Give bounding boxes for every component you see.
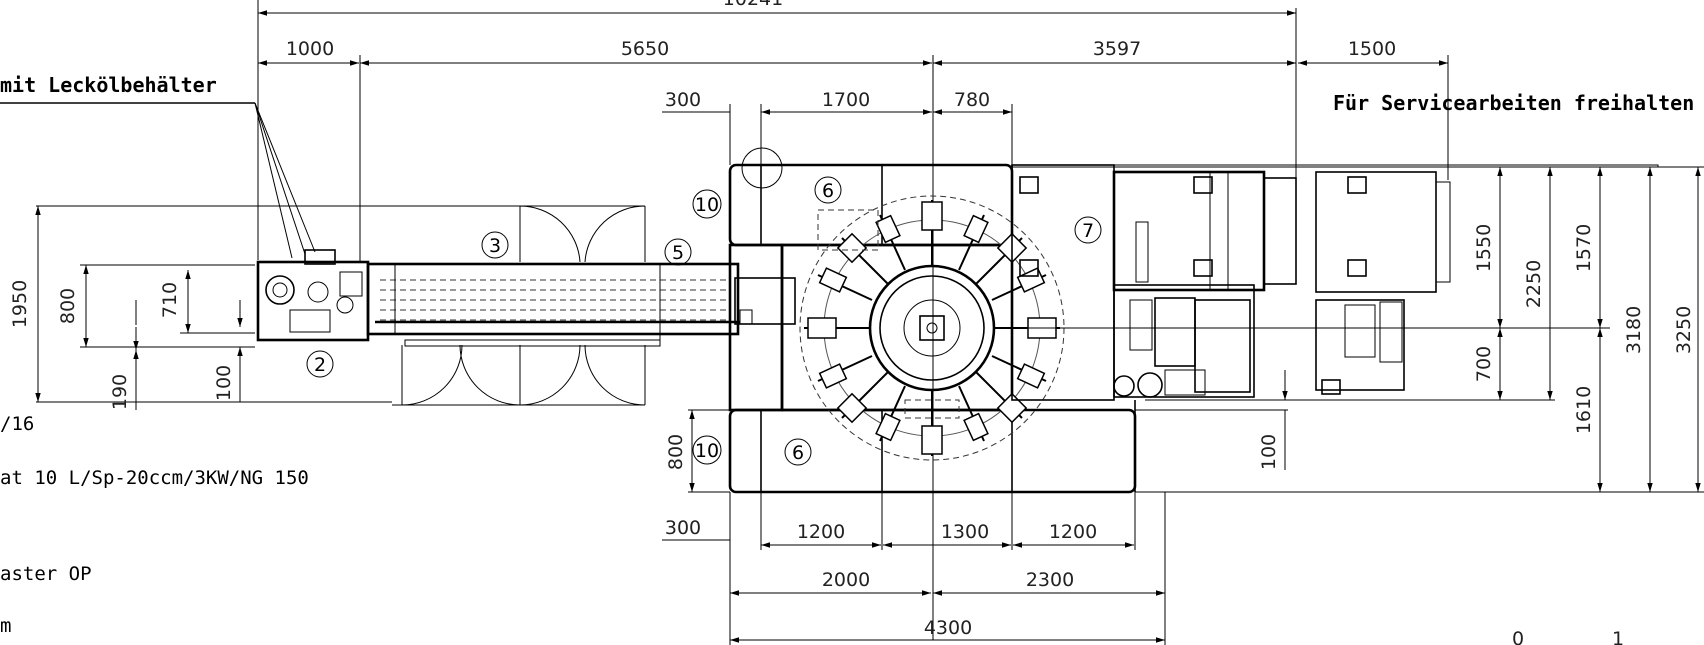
dim-1610: 1610 (1573, 386, 1595, 434)
dim-1550: 1550 (1473, 224, 1495, 272)
top-dimensions: 10241 1000 5650 3597 1500 (257, 0, 1449, 640)
dim-1300: 1300 (941, 521, 989, 543)
scale-one: 1 (1612, 628, 1624, 645)
dim-780: 780 (954, 89, 990, 111)
position-bubbles: 2 3 5 6 6 7 10 10 (306, 176, 1102, 466)
note-aggregate: at 10 L/Sp-20ccm/3KW/NG 150 (0, 467, 309, 489)
bubble-6-lower: 6 (792, 442, 804, 464)
bubble-7: 7 (1082, 220, 1094, 242)
dim-3250: 3250 (1673, 306, 1695, 354)
dim-4300: 4300 (924, 617, 972, 639)
dim-300-upper: 300 (665, 89, 701, 111)
dim-5650: 5650 (621, 38, 669, 60)
dim-800-left: 800 (57, 288, 79, 324)
dim-100-mid: 100 (1258, 434, 1280, 470)
dim-710: 710 (159, 282, 181, 318)
lower-left-dimension: 800 (665, 409, 730, 493)
note-m: m (0, 615, 11, 637)
left-dimensions: 1950 800 710 190 100 (9, 205, 516, 410)
bubble-10-upper: 10 (695, 194, 719, 216)
dim-1570: 1570 (1573, 224, 1595, 272)
dim-700: 700 (1473, 346, 1495, 382)
scale-zero: 0 (1512, 628, 1524, 645)
dim-1200-left: 1200 (797, 521, 845, 543)
dim-2250: 2250 (1523, 260, 1545, 308)
right-dimensions: 1550 2250 1570 700 1610 3180 3250 100 Fü… (1012, 91, 1704, 493)
dim-1200-right: 1200 (1049, 521, 1097, 543)
dim-1950: 1950 (9, 280, 31, 328)
bubble-10-lower: 10 (695, 440, 719, 462)
note-leak-oil: mit Leckölbehälter (0, 73, 217, 97)
dim-1000: 1000 (286, 38, 334, 60)
dim-800-lower: 800 (665, 434, 687, 470)
dim-300-lower: 300 (665, 517, 701, 539)
dim-1500: 1500 (1348, 38, 1396, 60)
dim-2300: 2300 (1026, 569, 1074, 591)
note-716: /16 (0, 413, 34, 435)
dim-2000: 2000 (822, 569, 870, 591)
bubble-6-upper: 6 (822, 180, 834, 202)
bottom-dimensions: 300 1200 1300 1200 2000 2300 4300 0 1 (662, 492, 1624, 645)
bubble-2: 2 (314, 354, 326, 376)
dim-3597: 3597 (1093, 38, 1141, 60)
dim-190: 190 (109, 374, 131, 410)
bubble-5: 5 (672, 242, 684, 264)
dim-total-width: 10241 (723, 0, 783, 10)
note-service: Für Servicearbeiten freihalten (1333, 91, 1694, 115)
note-master: aster OP (0, 563, 92, 585)
dim-1700: 1700 (822, 89, 870, 111)
feed-unit (256, 205, 796, 406)
dim-3180: 3180 (1623, 306, 1645, 354)
bubble-3: 3 (489, 235, 501, 257)
upper-dimensions: 300 1700 780 (662, 89, 1013, 165)
left-notes: mit Leckölbehälter /16 at 10 L/Sp-20ccm/… (0, 73, 316, 637)
right-unit (1011, 164, 1659, 401)
dim-100-left: 100 (213, 365, 235, 401)
